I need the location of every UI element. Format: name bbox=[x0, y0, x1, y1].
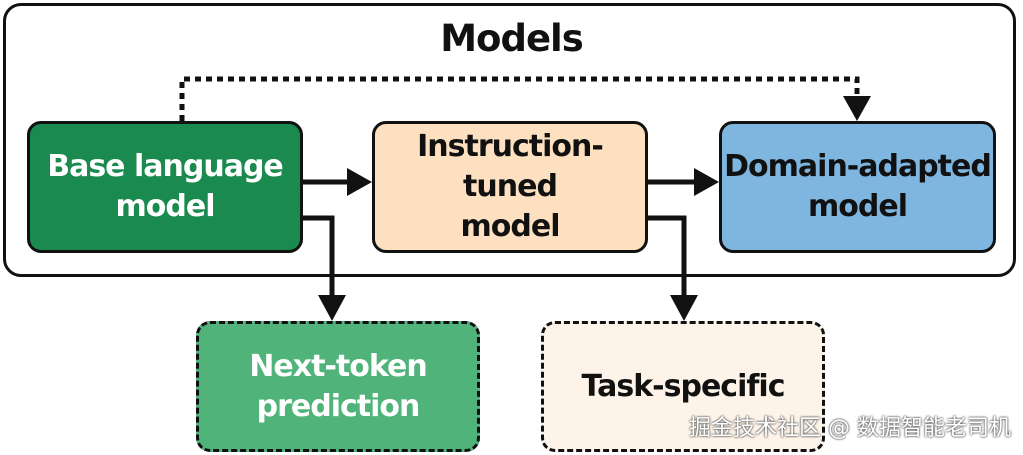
node-next-token-prediction: Next-token prediction bbox=[196, 321, 480, 452]
node-instruction-tuned-model: Instruction-tuned model bbox=[372, 121, 648, 253]
arrowhead-instruction-to-task bbox=[670, 295, 698, 321]
connector-base-to-domain bbox=[179, 76, 860, 121]
models-group-frame bbox=[3, 3, 1016, 277]
models-group-title: Models bbox=[440, 17, 584, 60]
connector-base-to-next-token bbox=[303, 215, 335, 298]
arrowhead-base-to-domain bbox=[843, 96, 871, 121]
arrowhead-base-to-instruction bbox=[347, 168, 372, 196]
arrowhead-base-to-next-token bbox=[318, 295, 346, 321]
node-domain-adapted-model: Domain-adapted model bbox=[719, 121, 996, 253]
watermark-text: 掘金技术社区 @ 数据智能老司机 bbox=[689, 416, 1011, 441]
node-task-specific: Task-specific bbox=[541, 321, 825, 452]
node-base-language-model: Base language model bbox=[27, 121, 303, 253]
connector-instruction-to-task bbox=[648, 215, 687, 298]
arrowhead-instruction-to-domain bbox=[694, 168, 719, 196]
